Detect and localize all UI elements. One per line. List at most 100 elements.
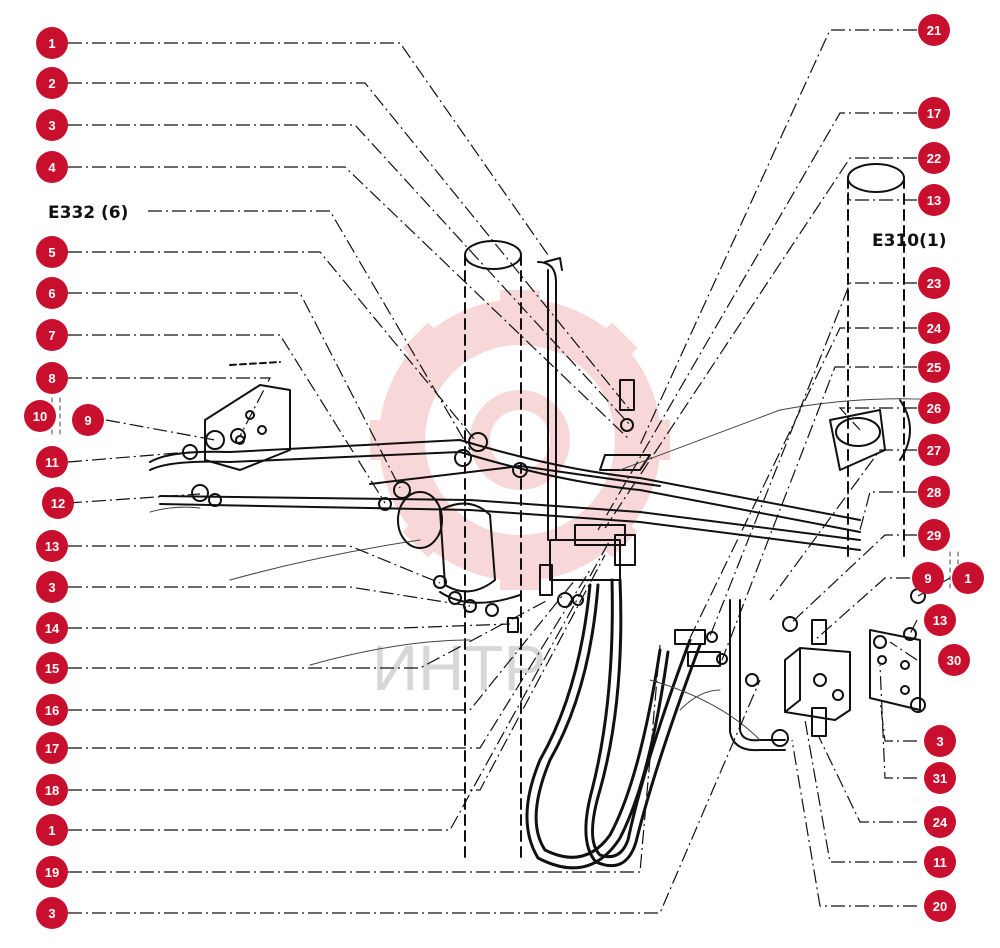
callouts: 1 2 3 4 5 6 7 8 9 10 11 12 13 3 14 15 16… <box>24 14 984 929</box>
svg-text:24: 24 <box>933 815 948 830</box>
flexible-hoses <box>525 578 702 870</box>
callout-badge[interactable]: 21 <box>918 14 950 46</box>
callout-badge[interactable]: 16 <box>36 694 68 726</box>
svg-text:26: 26 <box>927 401 941 416</box>
svg-text:13: 13 <box>45 539 59 554</box>
svg-text:3: 3 <box>48 580 55 595</box>
callout-badge[interactable]: 4 <box>36 151 68 183</box>
callout-badge[interactable]: 27 <box>918 434 950 466</box>
assembly-drawing <box>51 163 959 870</box>
svg-text:8: 8 <box>48 371 55 386</box>
callout-badge[interactable]: 3 <box>36 109 68 141</box>
svg-text:12: 12 <box>51 496 65 511</box>
callout-badge[interactable]: 25 <box>918 351 950 383</box>
svg-text:31: 31 <box>933 771 947 786</box>
callout-badge[interactable]: 22 <box>918 142 950 174</box>
callout-badge[interactable]: 6 <box>36 277 68 309</box>
callout-badge[interactable]: 11 <box>36 446 68 478</box>
callout-badge[interactable]: 13 <box>918 184 950 216</box>
svg-text:21: 21 <box>927 23 941 38</box>
svg-text:1: 1 <box>48 36 55 51</box>
svg-text:2: 2 <box>48 76 55 91</box>
callout-badge[interactable]: 23 <box>918 267 950 299</box>
callout-badge[interactable]: 13 <box>36 530 68 562</box>
callout-badge[interactable]: 24 <box>918 312 950 344</box>
svg-text:27: 27 <box>927 443 941 458</box>
svg-text:19: 19 <box>45 865 59 880</box>
center-right-fittings <box>674 629 728 667</box>
svg-text:13: 13 <box>927 193 941 208</box>
callout-badge[interactable]: 17 <box>36 732 68 764</box>
leader-lines <box>67 29 951 914</box>
svg-text:3: 3 <box>48 906 55 921</box>
callout-badge[interactable]: 18 <box>36 774 68 806</box>
svg-text:3: 3 <box>936 734 943 749</box>
reference-e332: E332 (6) <box>48 203 128 223</box>
pump-body <box>397 491 521 633</box>
svg-text:14: 14 <box>45 621 60 636</box>
callout-badge[interactable]: 1 <box>952 562 984 594</box>
callout-badge[interactable]: 3 <box>36 897 68 929</box>
svg-text:25: 25 <box>927 360 941 375</box>
right-valve-block <box>729 599 851 752</box>
svg-text:28: 28 <box>927 485 941 500</box>
callout-badge[interactable]: 2 <box>36 67 68 99</box>
svg-text:18: 18 <box>45 783 59 798</box>
svg-text:13: 13 <box>933 613 947 628</box>
svg-text:5: 5 <box>48 245 55 260</box>
svg-text:3: 3 <box>48 118 55 133</box>
callout-badge[interactable]: 1 <box>36 814 68 846</box>
callout-badge[interactable]: 30 <box>938 644 970 676</box>
callout-badge[interactable]: 13 <box>924 604 956 636</box>
main-pipes <box>149 439 861 551</box>
svg-text:17: 17 <box>927 106 941 121</box>
right-bracket-plate <box>869 588 926 713</box>
callout-badge[interactable]: 9 <box>912 562 944 594</box>
callout-badge[interactable]: 12 <box>42 487 74 519</box>
callout-badge[interactable]: 17 <box>918 97 950 129</box>
callout-badge[interactable]: 11 <box>924 846 956 878</box>
callout-badge[interactable]: 10 <box>24 400 56 432</box>
callout-badge[interactable]: 19 <box>36 856 68 888</box>
callout-badge[interactable]: 7 <box>36 319 68 351</box>
svg-text:1: 1 <box>964 571 971 586</box>
svg-text:29: 29 <box>927 528 941 543</box>
svg-text:23: 23 <box>927 276 941 291</box>
watermark-text: ИНТР <box>372 632 546 704</box>
svg-text:9: 9 <box>924 571 931 586</box>
callout-badge[interactable]: 9 <box>72 404 104 436</box>
callout-badge[interactable]: 5 <box>36 236 68 268</box>
right-post <box>847 163 905 561</box>
svg-text:11: 11 <box>45 455 59 470</box>
svg-text:22: 22 <box>927 151 941 166</box>
vertical-tube <box>537 257 635 541</box>
reference-e310: E310(1) <box>872 231 946 251</box>
callout-badge[interactable]: 20 <box>924 890 956 922</box>
left-fittings <box>182 428 528 511</box>
central-manifold <box>539 454 651 608</box>
callout-badge[interactable]: 26 <box>918 392 950 424</box>
svg-text:1: 1 <box>48 823 55 838</box>
svg-text:4: 4 <box>48 160 56 175</box>
callout-badge[interactable]: 31 <box>924 762 956 794</box>
callout-badge[interactable]: 14 <box>36 612 68 644</box>
svg-text:6: 6 <box>48 286 55 301</box>
callout-badge[interactable]: 28 <box>918 476 950 508</box>
callout-badge[interactable]: 3 <box>36 571 68 603</box>
svg-text:20: 20 <box>933 899 947 914</box>
svg-text:17: 17 <box>45 741 59 756</box>
callout-badge[interactable]: 3 <box>924 725 956 757</box>
svg-text:30: 30 <box>947 653 961 668</box>
callout-badge[interactable]: 1 <box>36 27 68 59</box>
svg-text:16: 16 <box>45 703 59 718</box>
svg-text:7: 7 <box>48 328 55 343</box>
left-post <box>464 240 522 861</box>
callout-badge[interactable]: 29 <box>918 519 950 551</box>
svg-text:11: 11 <box>933 855 947 870</box>
svg-text:9: 9 <box>84 413 91 428</box>
callout-badge[interactable]: 15 <box>36 652 68 684</box>
callout-badge[interactable]: 8 <box>36 362 68 394</box>
svg-text:24: 24 <box>927 321 942 336</box>
callout-badge[interactable]: 24 <box>924 806 956 838</box>
